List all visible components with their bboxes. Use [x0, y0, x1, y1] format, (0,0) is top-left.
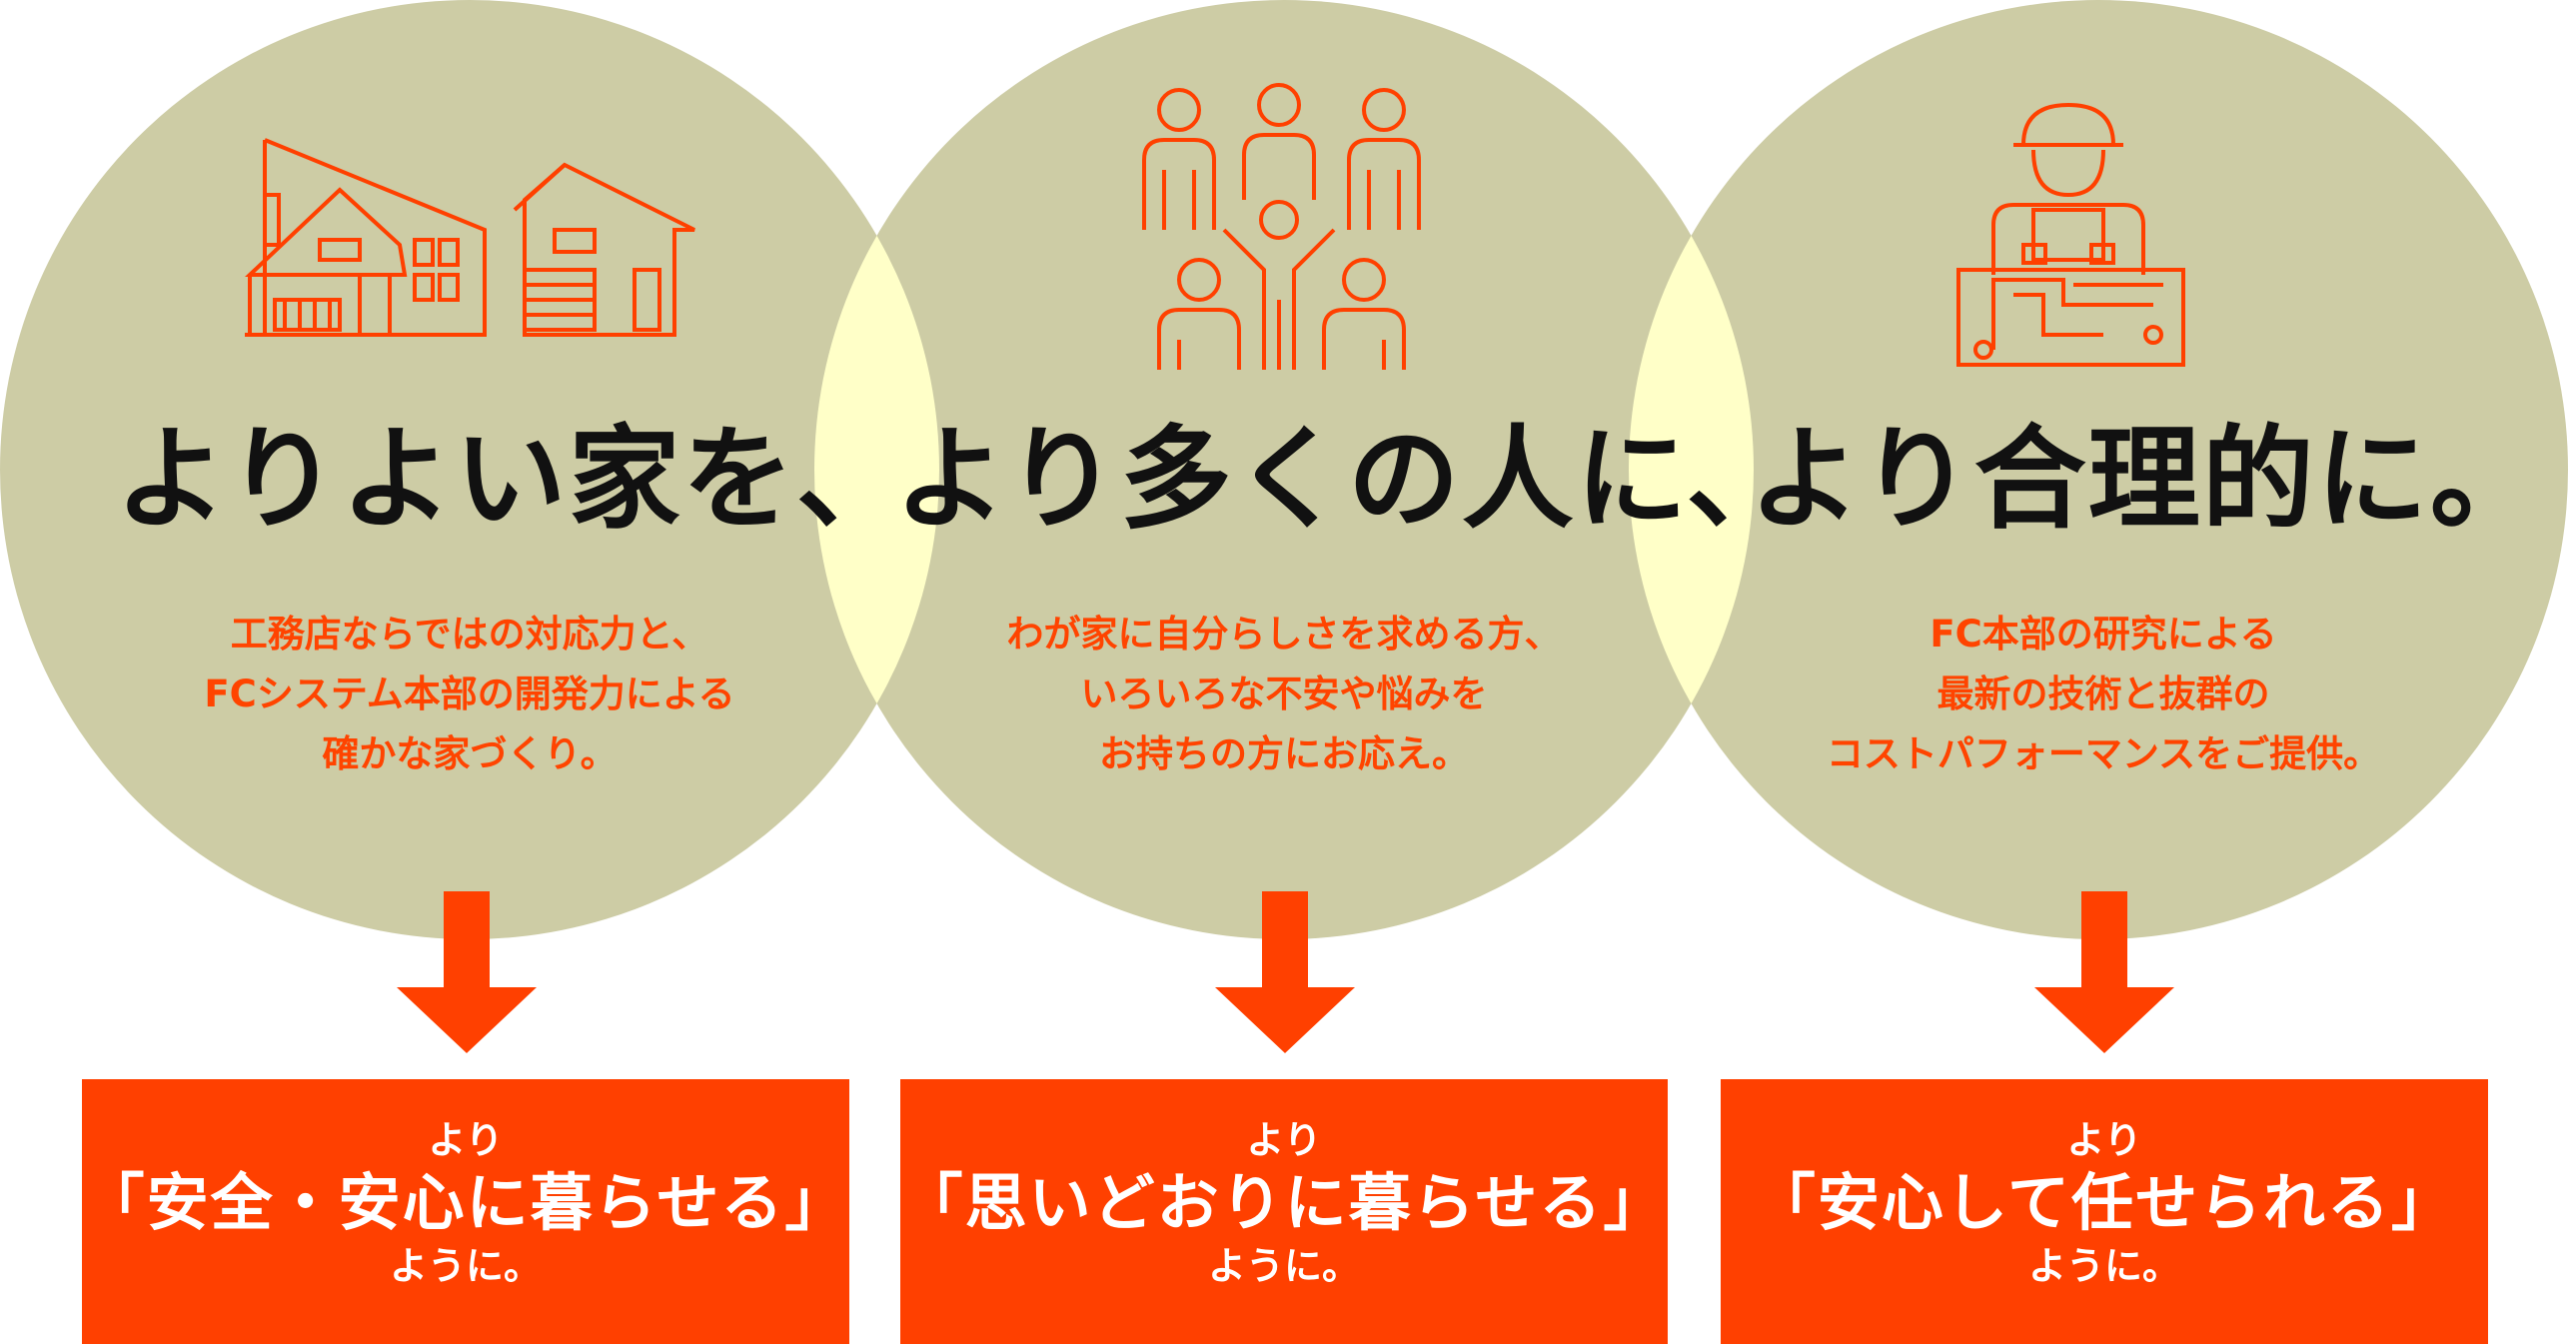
down-arrow-icon	[397, 891, 537, 1053]
circle-left	[0, 0, 939, 939]
result-prefix: より	[428, 1118, 504, 1162]
description-line: 最新の技術と抜群の	[1936, 672, 2270, 715]
result-main-text: 「安心して任せられる」	[1753, 1166, 2456, 1239]
result-suffix: ように。	[1207, 1244, 1360, 1288]
houses-icon	[245, 138, 695, 337]
result-main-text: 「安全・安心に暮らせる」	[82, 1166, 849, 1239]
headline-part-1: よりよい家を、	[115, 415, 910, 545]
result-main-text: 「思いどおりに暮らせる」	[900, 1166, 1668, 1239]
result-box-3: より 「安心して任せられる」 ように。	[1721, 1079, 2488, 1344]
result-box-1: より 「安全・安心に暮らせる」 ように。	[82, 1079, 849, 1344]
circle-right	[1629, 0, 2568, 939]
description-line: 工務店ならではの対応力と、	[230, 613, 709, 656]
description-2: わが家に自分らしさを求める方、 いろいろな不安や悩みを お持ちの方にお応え。	[904, 605, 1664, 784]
down-arrow-icon	[1215, 891, 1355, 1053]
result-prefix: より	[1246, 1118, 1322, 1162]
description-line: FC本部の研究による	[1930, 613, 2277, 656]
construction-worker-icon	[1956, 102, 2185, 367]
description-line: 確かな家づくり。	[322, 732, 618, 775]
description-line: コストパフォーマンスをご提供。	[1826, 732, 2381, 775]
main-headline: よりよい家を、 より多くの人に、 より合理的に。	[0, 410, 2576, 550]
result-prefix: より	[2066, 1118, 2142, 1162]
description-line: いろいろな不安や悩みを	[1080, 672, 1488, 715]
headline-part-2: より多くの人に、	[894, 415, 1801, 545]
headline-part-3: より合理的に。	[1749, 415, 2544, 545]
description-line: FCシステム本部の開発力による	[204, 672, 735, 715]
result-box-2: より 「思いどおりに暮らせる」 ように。	[900, 1079, 1668, 1344]
down-arrow-icon	[2034, 891, 2174, 1053]
description-line: わが家に自分らしさを求める方、	[1006, 613, 1562, 656]
description-line: お持ちの方にお応え。	[1099, 732, 1469, 775]
result-suffix: ように。	[2027, 1244, 2180, 1288]
result-suffix: ように。	[389, 1244, 542, 1288]
description-1: 工務店ならではの対応力と、 FCシステム本部の開発力による 確かな家づくり。	[90, 605, 849, 784]
circle-center	[814, 0, 1754, 939]
people-group-icon	[1142, 83, 1421, 370]
description-3: FC本部の研究による 最新の技術と抜群の コストパフォーマンスをご提供。	[1724, 605, 2483, 784]
